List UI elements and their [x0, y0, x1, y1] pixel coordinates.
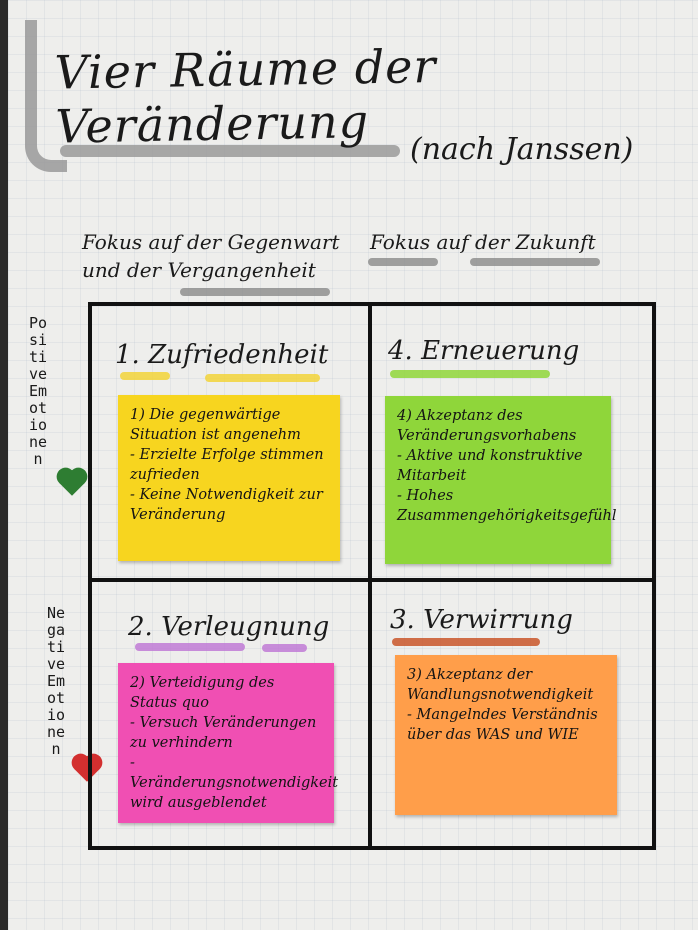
quadrant-2-highlight [262, 644, 307, 652]
quadrant-1-highlight [205, 374, 320, 382]
note-item: - Aktive und konstruktive Mitarbeit [397, 448, 583, 484]
column-header-past: Fokus auf der Gegenwart und der Vergange… [82, 230, 340, 282]
quadrant-1-highlight [120, 372, 170, 380]
title-underline [60, 145, 400, 157]
quadrant-2-highlight [135, 643, 245, 651]
row-label-positive: Positive Emotionen [28, 314, 48, 468]
quadrant-3-highlight [392, 638, 540, 646]
grid-vertical-line [368, 306, 372, 846]
column-header-future: Fokus auf der Zukunft [370, 230, 596, 254]
quadrant-3-sticky-note: 3) Akzeptanz der Wandlungsnotwendigkeit … [395, 655, 617, 815]
note-item: 4) Akzeptanz des Veränderungsvorhabens [397, 408, 577, 444]
note-item: 3) Akzeptanz der Wandlungsnotwendigkeit [407, 667, 594, 703]
four-rooms-grid [88, 302, 656, 850]
column-header-underline [368, 258, 438, 266]
quadrant-1-sticky-note: 1) Die gegenwärtige Situation ist angene… [118, 395, 340, 561]
quadrant-4-highlight [390, 370, 550, 378]
quadrant-4-sticky-note: 4) Akzeptanz des Veränderungsvorhabens -… [385, 396, 617, 564]
quadrant-3-title: 3. Verwirrung [390, 605, 573, 635]
note-item: 1) Die gegenwärtige Situation ist angene… [130, 407, 301, 443]
note-item: - Versuch Veränderungen zu verhindern [130, 715, 317, 751]
note-item: - Hohes Zusammengehörigkeitsgefühl [397, 488, 617, 524]
column-header-underline [180, 288, 330, 296]
page-subtitle: (nach Janssen) [410, 132, 634, 167]
note-item: - Erzielte Erfolge stimmen zufrieden [130, 447, 324, 483]
note-item: - Mangelndes Verständnis über das WAS un… [407, 707, 598, 743]
quadrant-2-sticky-note: 2) Verteidigung des Status quo - Versuch… [118, 663, 339, 823]
quadrant-2-title: 2. Verleugnung [128, 612, 330, 642]
note-item: - Keine Notwendigkeit zur Veränderung [130, 487, 323, 523]
column-header-underline [470, 258, 600, 266]
quadrant-4-title: 4. Erneuerung [388, 336, 580, 366]
note-item: 2) Verteidigung des Status quo [130, 675, 275, 711]
grid-horizontal-line [92, 578, 652, 582]
note-item: - Veränderungsnotwendigkeit wird ausgebl… [130, 755, 339, 811]
row-label-negative: Negative Emotionen [46, 604, 66, 758]
quadrant-1-title: 1. Zufriedenheit [115, 340, 329, 370]
